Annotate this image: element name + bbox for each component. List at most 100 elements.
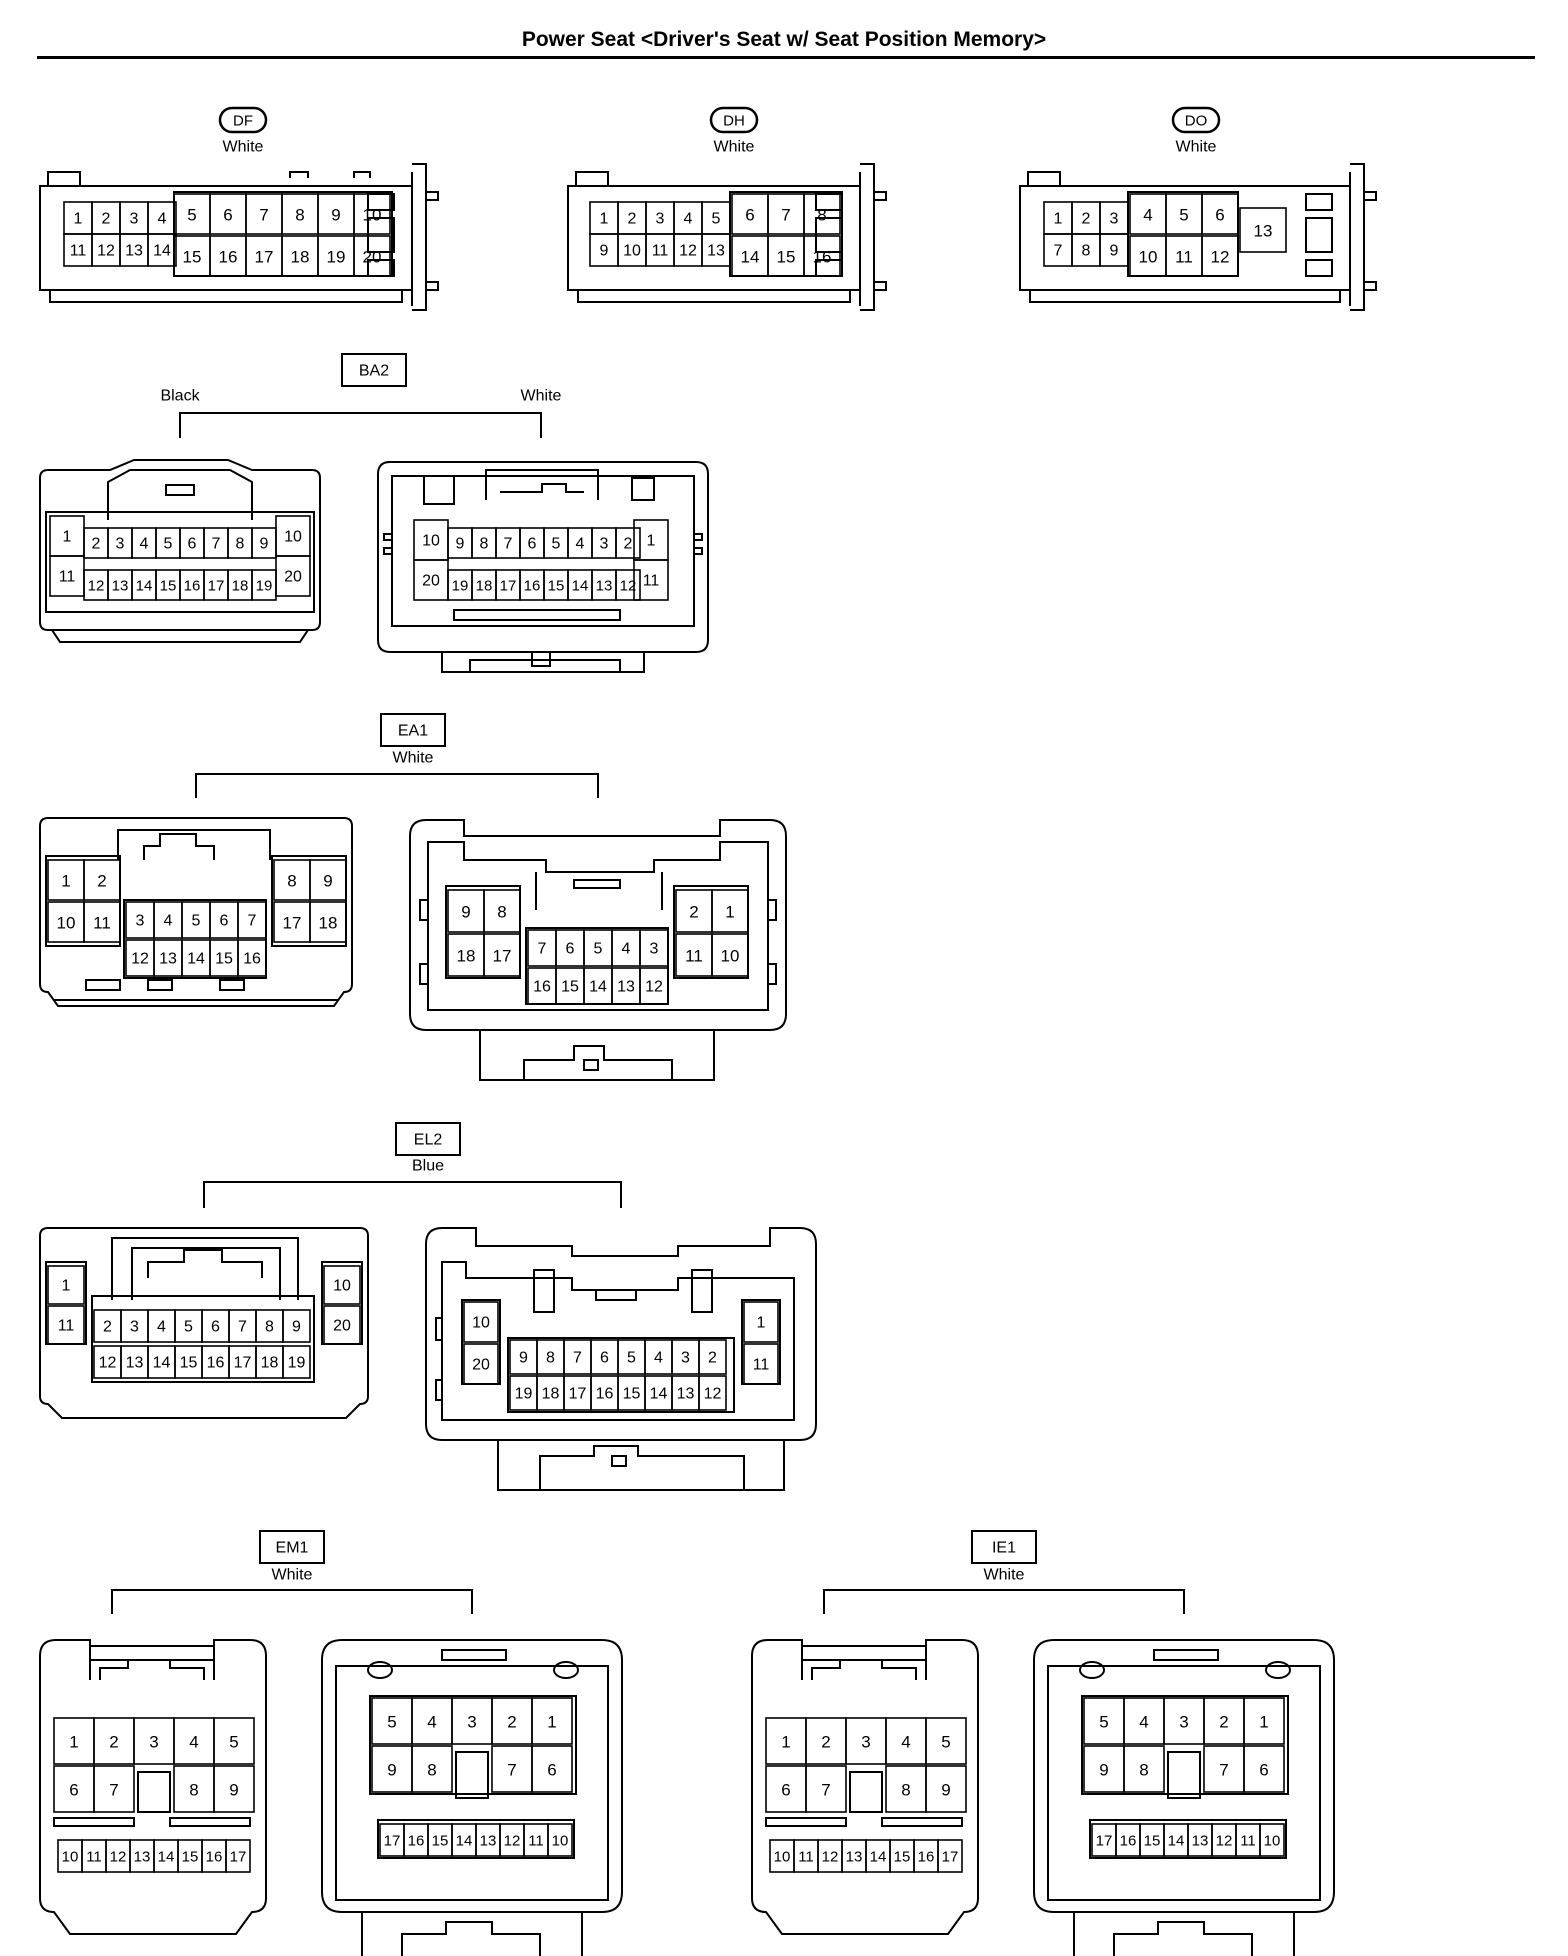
pin-number: 9	[456, 536, 465, 553]
pin-number: 1	[647, 533, 656, 550]
pin-number: 13	[480, 1833, 497, 1850]
pin-number: 7	[109, 1781, 118, 1800]
pin-cell	[937, 1839, 963, 1873]
slot	[1305, 217, 1333, 253]
pin-cell	[698, 1375, 727, 1411]
bracket-line	[179, 412, 542, 438]
key-slot	[1167, 1751, 1201, 1799]
pin-number: 3	[149, 1733, 158, 1752]
pin-cell	[251, 569, 277, 601]
pin-number: 13	[125, 243, 143, 260]
connector-code-badge	[971, 1530, 1037, 1564]
pin-number: 13	[159, 951, 177, 968]
pin-cell	[743, 1301, 779, 1343]
bracket-line	[823, 1589, 1185, 1614]
pin-number: 17	[208, 578, 225, 595]
housing-outline	[1033, 1639, 1335, 1913]
base-tab	[85, 979, 121, 991]
inner-wall	[1047, 1665, 1321, 1901]
pin-number: 16	[207, 1355, 225, 1372]
pin-number: 4	[901, 1733, 910, 1752]
side-ribs	[383, 533, 703, 555]
pin-number: 18	[291, 248, 310, 267]
pin-number: 15	[548, 578, 565, 595]
pin-number: 15	[182, 1849, 199, 1866]
housing-outline	[751, 1639, 979, 1935]
pin-number: 16	[1120, 1833, 1137, 1850]
pin-number: 15	[561, 979, 579, 996]
latch-tab	[147, 1249, 263, 1278]
pin-number: 15	[215, 951, 233, 968]
key-slot	[423, 475, 455, 505]
end-flange	[860, 163, 875, 311]
base-skirt-inner	[523, 1045, 673, 1080]
pin-cell	[282, 1345, 311, 1379]
pin-number: 18	[542, 1386, 560, 1403]
pin-number: 6	[547, 1761, 556, 1780]
connector-code-badge	[380, 713, 446, 747]
pin-number: 16	[533, 979, 551, 996]
pin-number: 1	[1259, 1713, 1268, 1732]
pin-number: 1	[1054, 211, 1063, 228]
pin-number: 16	[813, 248, 832, 267]
slot	[1305, 259, 1333, 277]
pin-number: 18	[261, 1355, 279, 1372]
pin-number: 10	[1139, 248, 1158, 267]
base-skirt-inner	[401, 1921, 541, 1956]
pin-number: 13	[617, 979, 635, 996]
pin-number: 2	[97, 872, 106, 891]
pin-frame	[377, 1819, 575, 1859]
key-slot	[849, 1771, 883, 1813]
guide-hole	[553, 1661, 579, 1679]
side-ribs	[419, 899, 777, 985]
pin-cell	[615, 569, 641, 601]
pin-number: 15	[894, 1849, 911, 1866]
pin-cell	[1243, 1745, 1285, 1793]
pin-number: 13	[1254, 222, 1273, 241]
pin-cell	[1123, 1745, 1165, 1793]
pin-cell	[1259, 1823, 1285, 1857]
flange-tabs	[874, 191, 887, 291]
latch-tab	[500, 483, 584, 493]
pin-cell	[711, 933, 749, 977]
pin-number: 5	[1099, 1713, 1108, 1732]
pin-number: 9	[292, 1319, 301, 1336]
pin-cell	[711, 889, 749, 933]
connector-code: IE1	[992, 1540, 1016, 1557]
base-skirt-inner	[1113, 1921, 1253, 1956]
pin-number: 18	[457, 947, 476, 966]
latch-hood	[111, 1237, 299, 1300]
pin-number: 19	[256, 578, 273, 595]
pin-frame	[1081, 1695, 1289, 1795]
pin-number: 7	[821, 1781, 830, 1800]
base-tab	[611, 1455, 627, 1467]
pin-frame	[271, 855, 347, 947]
title-divider	[37, 56, 1535, 59]
pin-number: 11	[59, 569, 76, 586]
pin-number: 6	[223, 206, 232, 225]
base-skirt	[1073, 1912, 1295, 1956]
pin-cell	[251, 527, 277, 559]
slot	[631, 477, 655, 501]
pin-cell	[633, 559, 669, 601]
pin-cell	[213, 1717, 255, 1765]
pin-number: 8	[427, 1761, 436, 1780]
latch-tab	[573, 879, 621, 889]
pin-number: 9	[323, 872, 332, 891]
pin-number: 9	[331, 206, 340, 225]
connector-color: Black	[160, 388, 200, 405]
pin-number: 6	[220, 913, 229, 930]
flange-tabs	[1364, 191, 1377, 291]
pin-number: 10	[363, 206, 382, 225]
pin-frame	[369, 1695, 577, 1795]
pin-number: 12	[1211, 248, 1230, 267]
pin-number: 10	[62, 1849, 79, 1866]
pin-number: 14	[153, 1355, 171, 1372]
pin-number: 2	[92, 536, 101, 553]
